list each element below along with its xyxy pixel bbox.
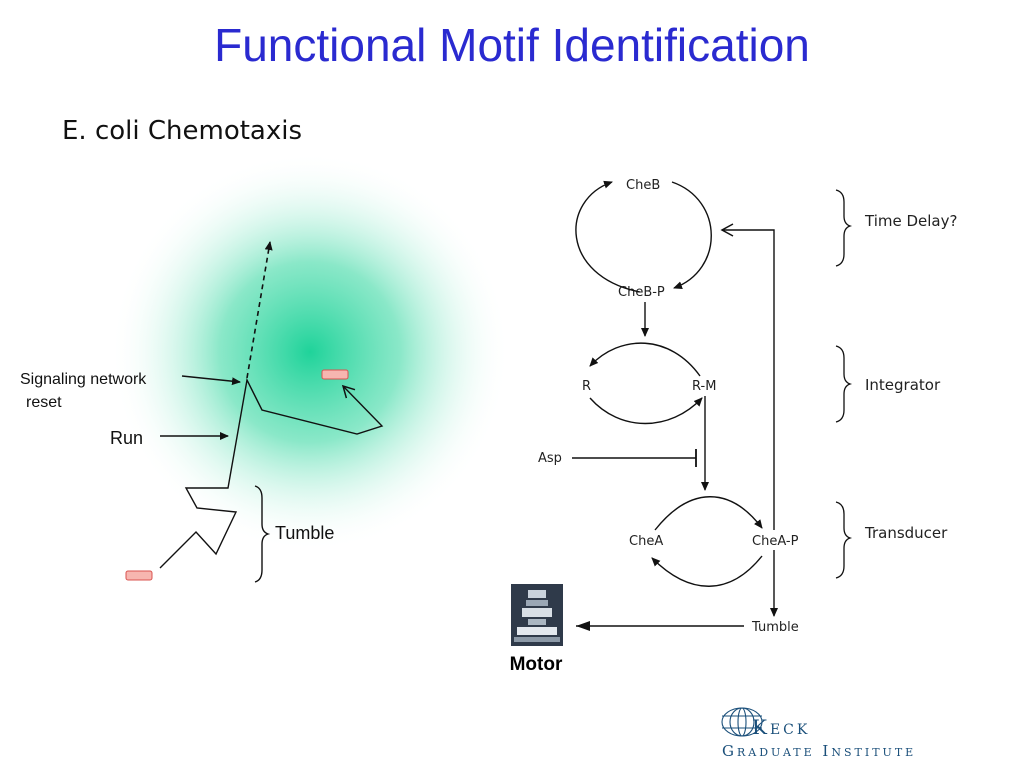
tumble-brace bbox=[254, 485, 271, 583]
methylation-bottom bbox=[589, 397, 703, 425]
left-panel: Signaling network reset Run Tumble bbox=[20, 152, 510, 583]
slide-title: Functional Motif Identification bbox=[214, 19, 810, 71]
node-tumble: Tumble bbox=[751, 620, 799, 635]
motor-image bbox=[511, 584, 563, 646]
bacterium-end bbox=[321, 369, 349, 380]
bacterium-start bbox=[125, 570, 153, 581]
logo-line1: Keck bbox=[752, 715, 810, 739]
brace-transducer bbox=[835, 501, 853, 579]
tumble-label: Tumble bbox=[275, 523, 334, 543]
feedback-loop bbox=[720, 223, 775, 530]
slide-subtitle: E. coli Chemotaxis bbox=[62, 116, 303, 146]
cheb-cycle-left bbox=[575, 180, 641, 293]
node-r: R bbox=[582, 379, 591, 394]
node-asp: Asp bbox=[538, 451, 562, 466]
stage-integrator: Integrator bbox=[865, 376, 941, 394]
stage-time-delay: Time Delay? bbox=[864, 212, 957, 230]
node-cheb-p: CheB-P bbox=[618, 285, 665, 300]
keck-logo: Keck Graduate Institute bbox=[721, 707, 916, 760]
node-chea: CheA bbox=[629, 534, 663, 549]
cell-trajectory bbox=[159, 377, 384, 569]
signaling-arrow bbox=[181, 375, 241, 386]
node-chea-p: CheA-P bbox=[752, 534, 799, 549]
network-panel: CheB CheB-P R R-M Asp CheA CheA-P Tumble bbox=[511, 178, 957, 646]
methylation-top bbox=[589, 342, 701, 377]
logo-line2: Graduate Institute bbox=[722, 742, 916, 760]
kinase-bottom bbox=[651, 555, 763, 587]
signaling-label-reset: reset bbox=[26, 394, 62, 411]
brace-integrator bbox=[835, 345, 853, 423]
motor-label: Motor bbox=[509, 654, 563, 675]
globe-icon bbox=[721, 707, 763, 737]
signaling-label: Signaling network bbox=[20, 371, 147, 388]
projected-path bbox=[246, 241, 273, 379]
attractant-gradient bbox=[110, 152, 510, 552]
brace-time-delay bbox=[835, 189, 853, 267]
node-cheb: CheB bbox=[626, 178, 660, 193]
stage-transducer: Transducer bbox=[864, 524, 948, 542]
node-r-m: R-M bbox=[692, 379, 716, 394]
kinase-top bbox=[654, 496, 763, 531]
cheb-cycle-right bbox=[671, 181, 712, 290]
run-label: Run bbox=[110, 428, 143, 448]
